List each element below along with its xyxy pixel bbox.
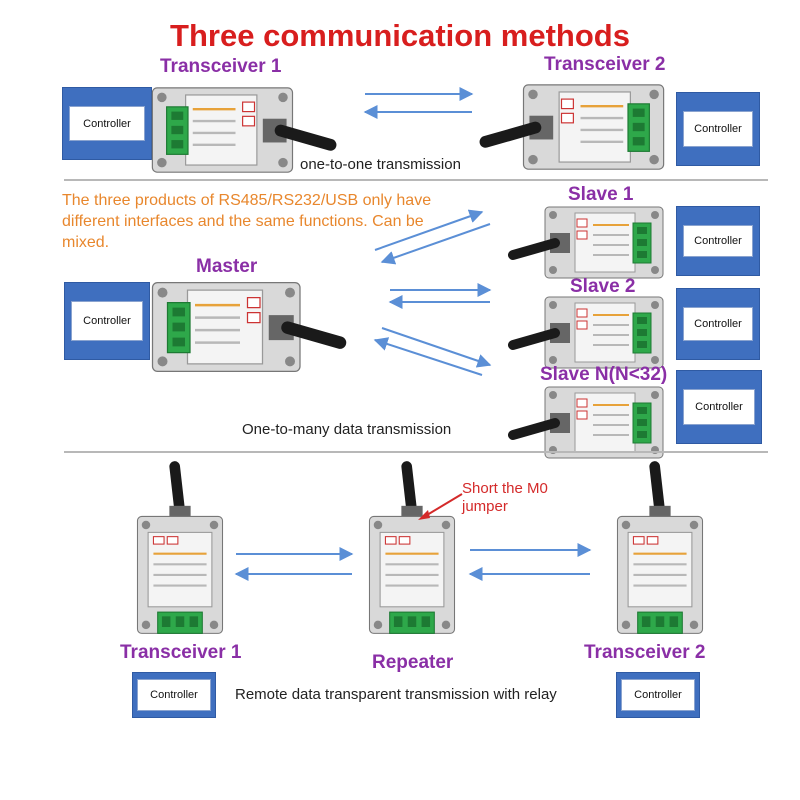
- arrows-repeater-to-right: [468, 543, 592, 581]
- controller-label: Controller: [621, 679, 695, 711]
- controller-box-left: Controller: [62, 87, 152, 160]
- repeater-module: [364, 458, 460, 644]
- slave-n-module: [505, 385, 665, 460]
- transceiver-1-bottom-label: Transceiver 1: [120, 642, 242, 663]
- controller-box-bottom-right: Controller: [616, 672, 700, 718]
- interface-note: The three products of RS485/RS232/USB on…: [62, 192, 432, 251]
- controller-box-slave-n: Controller: [676, 370, 762, 444]
- transceiver-2-bottom-label: Transceiver 2: [584, 642, 706, 663]
- controller-label: Controller: [683, 111, 753, 147]
- section-divider-2: [64, 451, 768, 453]
- controller-box-bottom-left: Controller: [132, 672, 216, 718]
- controller-label: Controller: [137, 679, 211, 711]
- controller-label: Controller: [69, 106, 145, 141]
- slave-n-label: Slave N(N<32): [540, 364, 668, 385]
- transceiver-module-right: [476, 82, 666, 172]
- transceiver-2-module-vertical: [612, 458, 708, 644]
- slave-1-label: Slave 1: [568, 184, 634, 205]
- caption-relay: Remote data transparent transmission wit…: [235, 686, 557, 703]
- jumper-pointer: [418, 493, 463, 520]
- arrows-left-to-repeater: [234, 547, 354, 581]
- slave-2-module: [505, 295, 665, 370]
- master-label: Master: [196, 256, 258, 277]
- transceiver-1-module-vertical: [132, 458, 228, 644]
- arrows-one-to-one: [363, 87, 474, 119]
- slave-2-label: Slave 2: [570, 276, 636, 297]
- master-module: [150, 280, 350, 374]
- slave-1-module: [505, 205, 665, 280]
- transceiver-2-label: Transceiver 2: [544, 54, 666, 75]
- controller-label: Controller: [683, 307, 753, 341]
- arrows-one-to-many: [373, 209, 492, 376]
- section-divider-1: [64, 179, 768, 181]
- controller-label: Controller: [71, 301, 143, 341]
- controller-label: Controller: [683, 225, 753, 257]
- controller-box-slave-1: Controller: [676, 206, 760, 276]
- caption-one-to-one: one-to-one transmission: [300, 156, 461, 173]
- controller-box-slave-2: Controller: [676, 288, 760, 360]
- jumper-note: Short the M0 jumper: [462, 480, 548, 515]
- repeater-label: Repeater: [372, 652, 454, 673]
- controller-label: Controller: [683, 389, 755, 425]
- transceiver-1-label: Transceiver 1: [160, 56, 282, 77]
- controller-box-right: Controller: [676, 92, 760, 166]
- controller-box-master: Controller: [64, 282, 150, 360]
- caption-one-to-many: One-to-many data transmission: [242, 421, 452, 438]
- page-title: Three communication methods: [170, 18, 630, 53]
